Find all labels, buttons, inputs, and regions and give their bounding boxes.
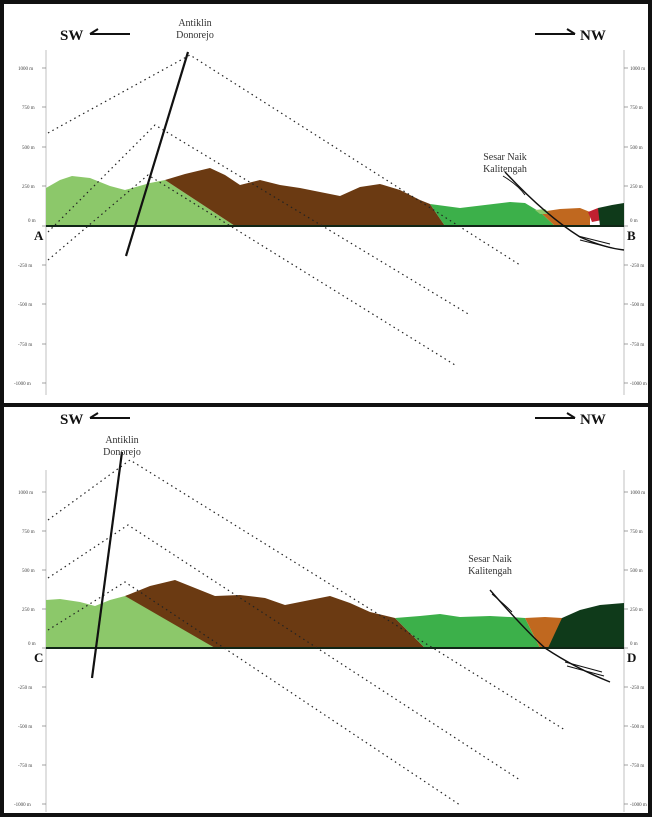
left-tick-label: 500 m — [22, 569, 35, 574]
right-tick-label: 750 m — [630, 106, 643, 111]
light-green-unit — [46, 596, 215, 648]
fault-label-line1: Sesar Naik — [468, 554, 512, 565]
left-tick-label: 0 m — [28, 642, 36, 647]
left-tick-label: 750 m — [22, 106, 35, 111]
right-tick-label: -750 m — [630, 764, 644, 769]
anticline-axis — [90, 451, 124, 679]
right-tick-label: 250 m — [630, 608, 643, 613]
left-scale-ticks — [42, 67, 46, 384]
left-tick-label: 500 m — [22, 146, 35, 151]
section-end-point: D — [627, 650, 636, 665]
left-tick-label: -750 m — [18, 764, 32, 769]
right-scale-ticks — [624, 67, 628, 384]
right-tick-label: 500 m — [630, 146, 643, 151]
right-tick-label: 250 m — [630, 185, 643, 190]
right-tick-label: 500 m — [630, 569, 643, 574]
right-tick-label: 0 m — [630, 219, 638, 224]
right-arrow-icon — [535, 28, 576, 35]
anticline-label-line1: Antiklin — [105, 435, 138, 446]
orange-unit — [540, 208, 590, 226]
left-arrow-icon — [89, 412, 130, 419]
left-tick-label: -500 m — [18, 725, 32, 730]
fault-arrow-lower — [564, 661, 603, 673]
brown-unit — [165, 168, 445, 226]
right-tick-label: -250 m — [630, 264, 644, 269]
left-tick-label: 1000 m — [18, 67, 33, 72]
left-tick-label: 250 m — [22, 185, 35, 190]
anticline-label-line2: Donorejo — [176, 30, 214, 41]
right-tick-label: -1000 m — [630, 803, 647, 808]
bedding-traces — [47, 54, 521, 366]
left-tick-label: -250 m — [18, 264, 32, 269]
bedding-traces — [47, 459, 566, 806]
right-tick-label: -500 m — [630, 725, 644, 730]
anticline-axis — [124, 51, 190, 257]
left-tick-label: -500 m — [18, 303, 32, 308]
left-tick-label: 0 m — [28, 219, 36, 224]
anticline-label-line1: Antiklin — [178, 18, 211, 29]
left-direction: SW — [60, 412, 83, 428]
fault-label-line1: Sesar Naik — [483, 152, 527, 163]
left-tick-label: -1000 m — [14, 803, 31, 808]
section-start-point: A — [34, 228, 44, 243]
left-direction: SW — [60, 28, 83, 44]
right-direction: NW — [580, 412, 606, 428]
right-tick-label: 750 m — [630, 530, 643, 535]
right-direction: NW — [580, 28, 606, 44]
right-tick-label: -750 m — [630, 343, 644, 348]
thrust-fault — [489, 589, 611, 683]
left-tick-label: 1000 m — [18, 491, 33, 496]
dark-green-unit — [548, 603, 624, 648]
left-tick-label: 250 m — [22, 608, 35, 613]
left-tick-label: 750 m — [22, 530, 35, 535]
right-tick-label: 0 m — [630, 642, 638, 647]
fault-arrow-upper — [491, 593, 513, 613]
left-tick-label: -1000 m — [14, 382, 31, 387]
left-tick-label: -250 m — [18, 686, 32, 691]
green-unit — [430, 202, 555, 226]
section-panel-ab: SW NW Antiklin Donorejo Sesar Naik Kalit… — [14, 18, 647, 395]
right-scale-ticks — [624, 491, 628, 805]
green-unit — [395, 614, 540, 648]
left-arrow-icon — [89, 28, 130, 35]
dark-green-unit — [598, 203, 624, 226]
right-tick-label: 1000 m — [630, 491, 645, 496]
right-tick-label: 1000 m — [630, 67, 645, 72]
left-tick-label: -750 m — [18, 343, 32, 348]
section-start-point: C — [34, 650, 43, 665]
fault-arrow-lower — [577, 235, 611, 245]
light-green-unit — [46, 176, 235, 226]
anticline-label-line2: Donorejo — [103, 447, 141, 458]
fault-arrow-lower-2 — [566, 665, 605, 677]
right-tick-label: -250 m — [630, 686, 644, 691]
right-tick-label: -500 m — [630, 303, 644, 308]
left-scale-ticks — [42, 491, 46, 805]
fault-arrow-lower-2 — [579, 239, 613, 249]
section-panel-cd: SW NW Antiklin Donorejo Sesar Naik Kalit… — [14, 412, 647, 812]
section-end-point: B — [627, 228, 636, 243]
brown-unit — [125, 580, 425, 648]
fault-label-line2: Kalitengah — [483, 164, 527, 175]
fault-label-line2: Kalitengah — [468, 566, 512, 577]
right-arrow-icon — [535, 412, 576, 419]
fault-arrow-upper — [502, 175, 526, 196]
right-tick-label: -1000 m — [630, 382, 647, 387]
